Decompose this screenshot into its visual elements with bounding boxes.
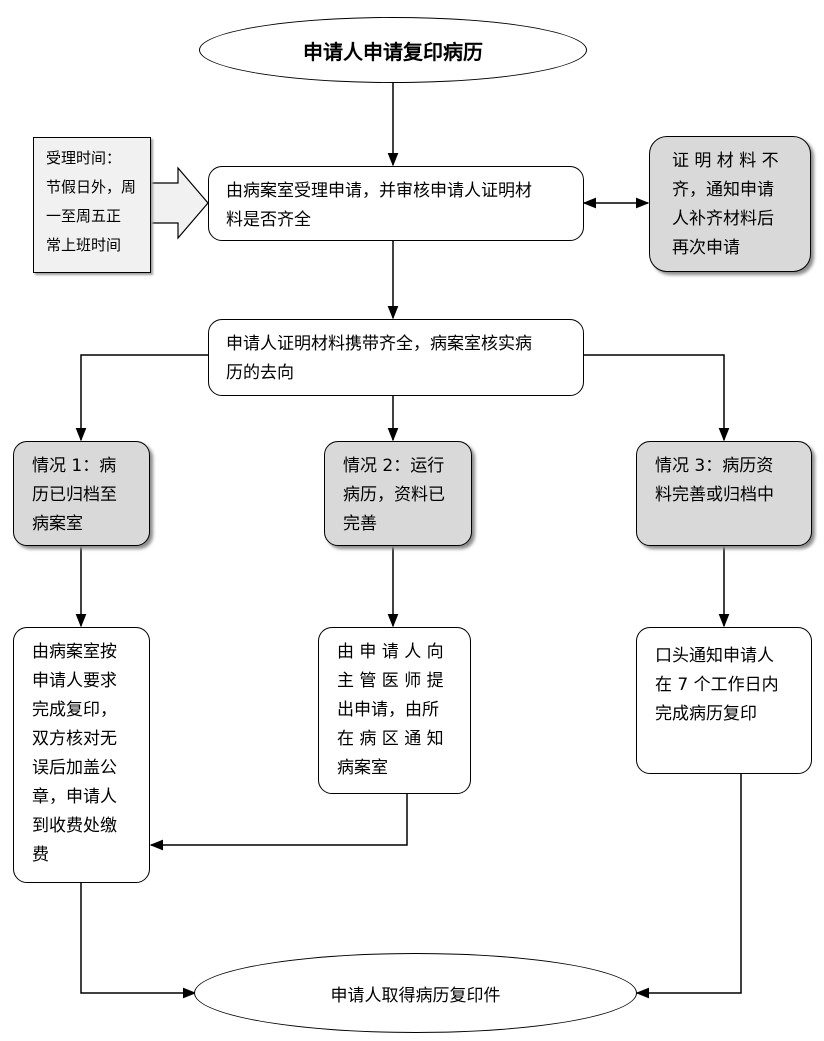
action-text-line: 由病案室按 [32, 642, 117, 662]
start-ellipse: 申请人申请复印病历 [199, 17, 587, 83]
arrow-step2-to-case1 [75, 354, 208, 442]
step-text-line: 料是否齐全 [226, 210, 311, 230]
action-text-line: 在 病 区 通 知 [337, 729, 444, 749]
action-1-box: 由病案室按 申请人要求 完成复印， 双方核对无 误后加盖公 章，申请人 到收费处… [13, 627, 150, 883]
incomplete-text-line: 再次申请 [672, 238, 740, 258]
step-text-line: 申请人证明材料携带齐全，病案室核实病 [226, 334, 532, 354]
case-2-box: 情况 2：运行 病历，资料已 完善 [324, 441, 472, 546]
action-text-line: 章，申请人 [32, 787, 117, 807]
case-text-line: 情况 1：病 [32, 456, 117, 476]
incomplete-text-line: 证 明 材 料 不 [672, 151, 779, 171]
note-line: 一至周五正 [46, 207, 122, 225]
case-text-line: 情况 2：运行 [343, 456, 445, 476]
action-2-box: 由 申 请 人 向 主 管 医 师 提 出申请，由所 在 病 区 通 知 病案室 [318, 627, 471, 794]
note-line: 节假日外，周 [46, 178, 137, 196]
action-text-line: 完成复印， [32, 700, 117, 720]
end-label: 申请人取得病历复印件 [330, 985, 501, 1006]
action-text-line: 费 [32, 845, 49, 865]
step-text-line: 由病案室受理申请，并审核申请人证明材 [226, 181, 532, 201]
step-review-materials: 由病案室受理申请，并审核申请人证明材 料是否齐全 [208, 166, 584, 241]
case-text-line: 完善 [343, 514, 377, 534]
case-text-line: 病案室 [32, 514, 83, 534]
arrow-action2-to-action1 [149, 794, 408, 851]
action-text-line: 完成病历复印 [655, 704, 757, 724]
action-text-line: 到收费处缴 [32, 816, 117, 836]
step-verify-record-location: 申请人证明材料携带齐全，病案室核实病 历的去向 [208, 319, 584, 396]
case-text-line: 料完善或归档中 [655, 485, 774, 505]
arrow-action3-to-end [635, 774, 742, 999]
action-text-line: 主 管 医 师 提 [337, 671, 444, 691]
materials-incomplete-box: 证 明 材 料 不 齐，通知申请 人补齐材料后 再次申请 [649, 136, 811, 272]
note-block-arrow [150, 166, 209, 240]
action-text-line: 由 申 请 人 向 [337, 642, 444, 662]
arrow-action1-to-end [80, 883, 197, 999]
action-text-line: 病案室 [337, 758, 388, 778]
note-line: 受理时间： [46, 149, 122, 167]
end-ellipse: 申请人取得病历复印件 [194, 953, 637, 1033]
case-text-line: 病历，资料已 [343, 485, 445, 505]
action-text-line: 申请人要求 [32, 671, 117, 691]
action-text-line: 出申请，由所 [337, 700, 439, 720]
action-text-line: 误后加盖公 [32, 758, 117, 778]
step-text-line: 历的去向 [226, 363, 294, 383]
action-text-line: 口头通知申请人 [655, 646, 774, 666]
reception-time-note: 受理时间： 节假日外，周 一至周五正 常上班时间 [33, 137, 151, 273]
action-text-line: 在 7 个工作日内 [655, 675, 779, 695]
start-label: 申请人申请复印病历 [303, 39, 483, 64]
note-line: 常上班时间 [46, 236, 122, 254]
action-3-box: 口头通知申请人 在 7 个工作日内 完成病历复印 [636, 627, 812, 774]
case-text-line: 历已归档至 [32, 485, 117, 505]
arrow-step2-to-case3 [584, 354, 730, 442]
action-text-line: 双方核对无 [32, 729, 117, 749]
incomplete-text-line: 人补齐材料后 [672, 209, 774, 229]
case-text-line: 情况 3：病历资 [655, 456, 774, 476]
case-3-box: 情况 3：病历资 料完善或归档中 [636, 441, 812, 546]
case-1-box: 情况 1：病 历已归档至 病案室 [13, 441, 150, 546]
incomplete-text-line: 齐，通知申请 [672, 180, 774, 200]
